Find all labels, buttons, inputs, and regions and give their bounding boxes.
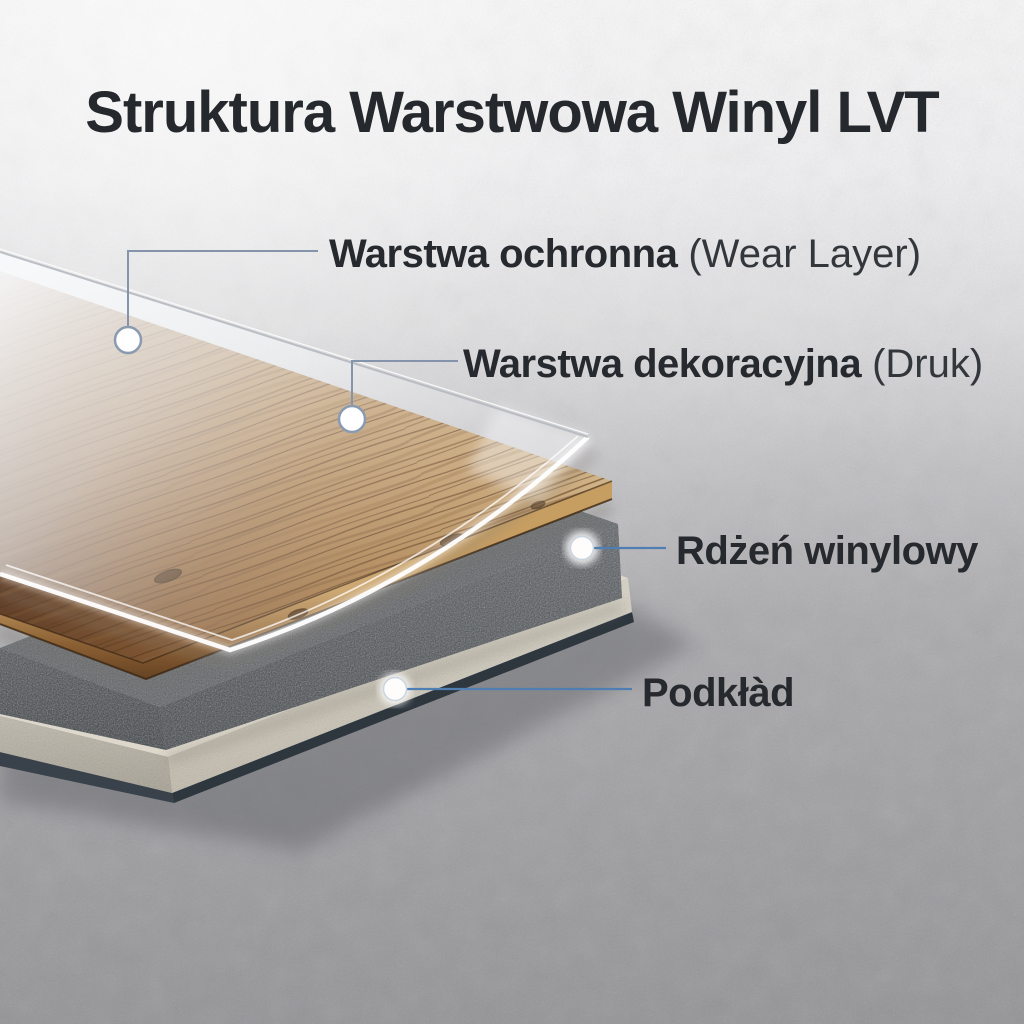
label-wear-layer: Warstwa ochronna(Wear Layer) bbox=[329, 234, 921, 274]
page-title: Struktura Warstwowa Winyl LVT bbox=[85, 80, 939, 145]
marker-wear-layer bbox=[113, 325, 143, 355]
label-underlay-main: Podkłàd bbox=[642, 671, 795, 715]
flooring-stack bbox=[0, 248, 695, 850]
label-decor-layer-main: Warstwa dekoracyjna bbox=[463, 342, 862, 386]
label-wear-layer-sub: (Wear Layer) bbox=[688, 232, 922, 276]
marker-underlay bbox=[382, 676, 408, 702]
label-vinyl-core: Rdżeń winylowy bbox=[676, 531, 978, 571]
label-decor-layer: Warstwa dekoracyjna(Druk) bbox=[463, 344, 983, 384]
label-underlay: Podkłàd bbox=[642, 671, 795, 715]
callout-underlay bbox=[379, 673, 632, 705]
wear-layer-sheet bbox=[0, 248, 599, 669]
callout-connectors bbox=[113, 250, 666, 705]
label-decor-layer-sub: (Druk) bbox=[872, 342, 984, 386]
marker-vinyl-core bbox=[569, 535, 595, 561]
label-vinyl-core-main: Rdżeń winylowy bbox=[676, 529, 978, 573]
callout-vinyl-core bbox=[565, 531, 666, 565]
marker-decor-layer bbox=[337, 404, 367, 434]
callout-wear-layer bbox=[113, 250, 318, 355]
label-wear-layer-main: Warstwa ochronna bbox=[329, 232, 678, 276]
callout-decor-layer bbox=[337, 360, 458, 434]
